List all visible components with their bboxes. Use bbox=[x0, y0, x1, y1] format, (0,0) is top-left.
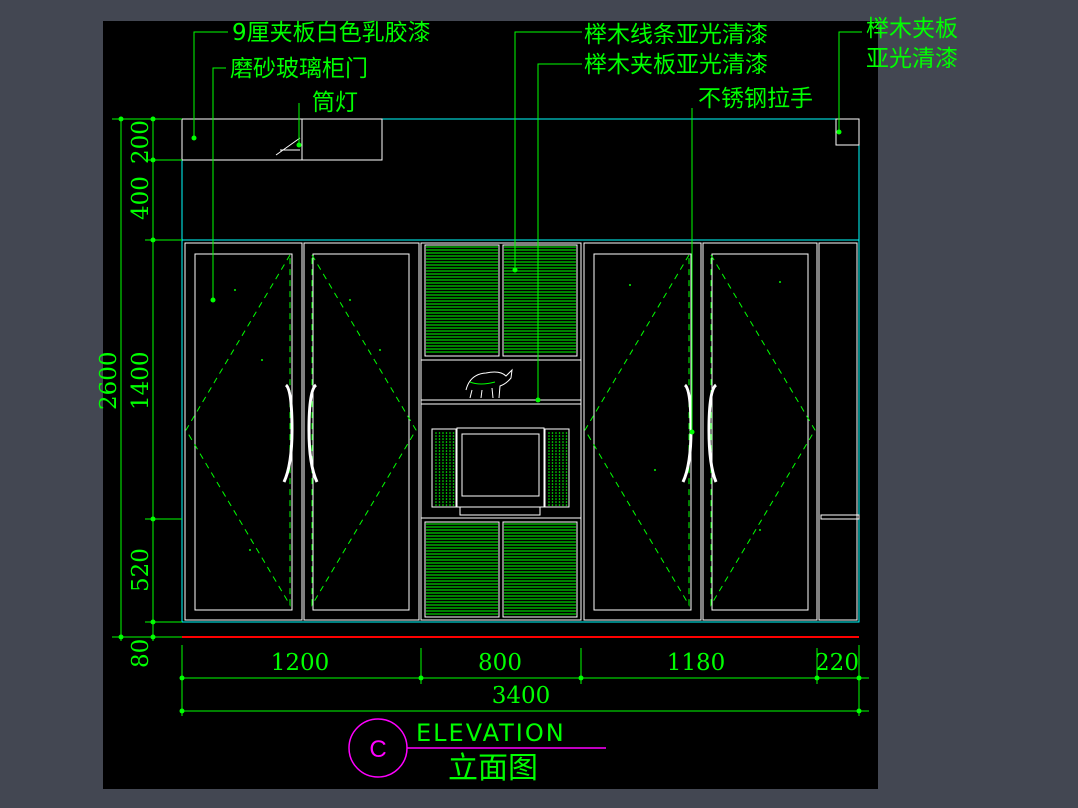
right-side-shelf bbox=[820, 514, 860, 520]
left-speaker bbox=[431, 428, 457, 508]
label-veneer-white: 9厘夹板白色乳胶漆 bbox=[232, 20, 431, 46]
dim-800: 800 bbox=[478, 650, 522, 676]
downlight-icon bbox=[275, 137, 301, 156]
leader-dots bbox=[191, 129, 842, 435]
center-unit-frame bbox=[420, 242, 582, 621]
title-marker-letter: C bbox=[369, 736, 386, 763]
dim-80: 80 bbox=[128, 639, 154, 668]
glass-texture bbox=[234, 281, 781, 551]
lower-louver-right bbox=[502, 521, 578, 618]
left-door-1-frame bbox=[184, 242, 303, 621]
downlight-box bbox=[181, 118, 383, 161]
left-door-2-glass bbox=[312, 253, 410, 611]
vertical-dimension-ticks bbox=[118, 116, 156, 640]
tv-outer bbox=[456, 427, 545, 508]
title-chinese: 立面图 bbox=[448, 751, 538, 786]
right-side-panel bbox=[818, 242, 858, 621]
dim-1200: 1200 bbox=[271, 650, 330, 676]
speaker-grille bbox=[435, 432, 568, 506]
horizontal-dimension-ticks bbox=[179, 675, 862, 714]
dim-1400: 1400 bbox=[128, 351, 154, 410]
lower-louver-panels bbox=[426, 523, 576, 615]
dim-1180: 1180 bbox=[667, 650, 726, 676]
tv-screen bbox=[461, 433, 540, 497]
upper-louver-left bbox=[424, 244, 500, 357]
upper-louver-right bbox=[502, 244, 578, 357]
right-speaker bbox=[544, 428, 570, 508]
label-beech-plywood: 榉木夹板亚光清漆 bbox=[584, 52, 768, 78]
right-door-1-frame bbox=[583, 242, 702, 621]
left-handle-2[interactable] bbox=[307, 383, 319, 483]
right-door-2-diamond bbox=[710, 253, 816, 607]
right-door-2-glass bbox=[711, 253, 809, 611]
label-beech-plywood-right-2: 亚光清漆 bbox=[866, 46, 958, 72]
dim-3400: 3400 bbox=[492, 683, 551, 709]
dim-520: 520 bbox=[128, 548, 154, 592]
right-door-2-frame bbox=[702, 242, 818, 621]
left-door-2-diamond bbox=[311, 253, 417, 607]
leader-lines bbox=[193, 31, 862, 432]
drawing-canvas[interactable]: 200 400 1400 2600 520 80 1200 800 1180 2… bbox=[96, 16, 958, 789]
dim-200: 200 bbox=[128, 120, 154, 164]
dim-2600: 2600 bbox=[96, 351, 122, 410]
right-door-1-glass bbox=[593, 253, 692, 611]
left-handle-1[interactable] bbox=[282, 383, 294, 483]
lower-louver-left bbox=[424, 521, 500, 618]
ceiling-soffit bbox=[181, 118, 860, 241]
tv-stand bbox=[459, 506, 541, 516]
right-handle-2[interactable] bbox=[707, 383, 718, 483]
label-frosted-glass: 磨砂玻璃柜门 bbox=[230, 56, 368, 82]
left-door-1-diamond bbox=[185, 253, 291, 607]
label-downlight: 筒灯 bbox=[312, 90, 358, 116]
right-door-1-diamond bbox=[584, 253, 690, 607]
right-handle-1[interactable] bbox=[681, 383, 693, 483]
left-door-2-frame bbox=[303, 242, 420, 621]
label-steel-handle: 不锈钢拉手 bbox=[698, 86, 813, 112]
dim-220: 220 bbox=[815, 650, 859, 676]
label-beech-trim: 榉木线条亚光清漆 bbox=[584, 22, 768, 48]
right-trim-box bbox=[835, 118, 860, 146]
title-english: ELEVATION bbox=[416, 719, 566, 747]
left-door-1-glass bbox=[194, 253, 293, 611]
dim-400: 400 bbox=[128, 176, 154, 220]
rhino-ornament-icon bbox=[465, 368, 513, 399]
upper-louver-panels bbox=[426, 246, 576, 353]
label-beech-plywood-right-1: 榉木夹板 bbox=[866, 16, 958, 42]
cabinet-outline bbox=[181, 239, 860, 623]
